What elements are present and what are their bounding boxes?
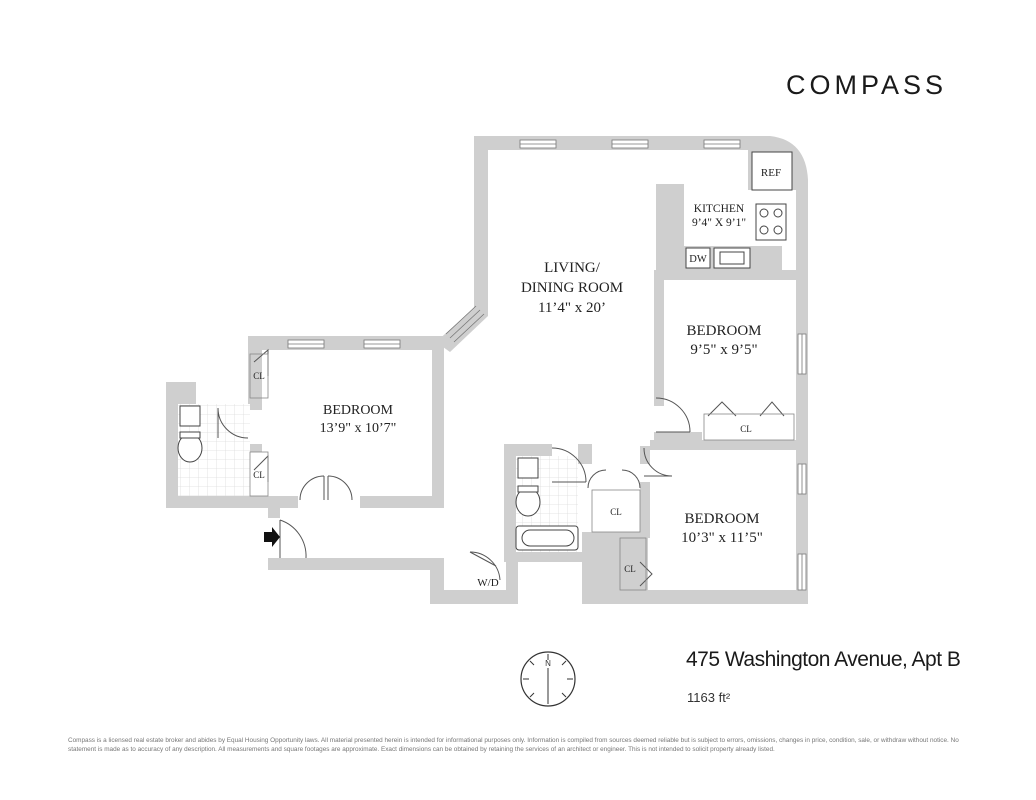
bedroom-bottom-right-dims: 10’3" x 11’5" [681, 530, 763, 546]
range-icon [755, 203, 787, 241]
kitchen-label: KITCHEN [694, 203, 745, 215]
compass-rose-icon: N [520, 651, 576, 707]
kitchen-dims: 9’4" X 9’1" [692, 217, 746, 229]
refrigerator-icon [751, 151, 793, 191]
living-label-1: LIVING/ [544, 260, 601, 276]
living-label-2: DINING ROOM [521, 280, 623, 296]
dw-label: DW [689, 254, 707, 265]
compass-logo: COMPASS [786, 70, 948, 100]
listing-address: 475 Washington Avenue, Apt B [686, 648, 961, 671]
doors [217, 348, 785, 587]
sink-icon [517, 457, 539, 479]
bedroom-left-label: BEDROOM [323, 403, 394, 418]
listing-area: 1163 ft² [687, 690, 730, 705]
closet-label: CL [253, 470, 265, 480]
area-unit: ft² [718, 690, 731, 705]
area-value: 1163 [687, 690, 715, 705]
closet-label: CL [610, 507, 622, 517]
closet-label: CL [253, 371, 265, 381]
living-dims: 11’4" x 20’ [538, 300, 606, 316]
bedroom-bottom-right-label: BEDROOM [684, 511, 759, 527]
entry-arrow-icon [264, 527, 280, 547]
bedroom-left-dims: 13’9" x 10’7" [320, 421, 397, 436]
sink-icon [179, 405, 201, 427]
closet-label: CL [740, 424, 752, 434]
closet-label: CL [624, 564, 636, 574]
ref-label: REF [761, 167, 781, 179]
bedroom-top-right-label: BEDROOM [686, 323, 761, 339]
window-lines [288, 143, 803, 590]
bathrooms [177, 404, 579, 552]
north-label: N [545, 659, 551, 668]
dishwasher-icon [685, 247, 711, 269]
wd-label: W/D [477, 577, 498, 589]
kitchen-appliances [685, 151, 793, 269]
legal-disclaimer: Compass is a licensed real estate broker… [68, 737, 959, 753]
closets [249, 353, 795, 591]
bedroom-top-right-dims: 9’5" x 9’5" [690, 342, 757, 358]
